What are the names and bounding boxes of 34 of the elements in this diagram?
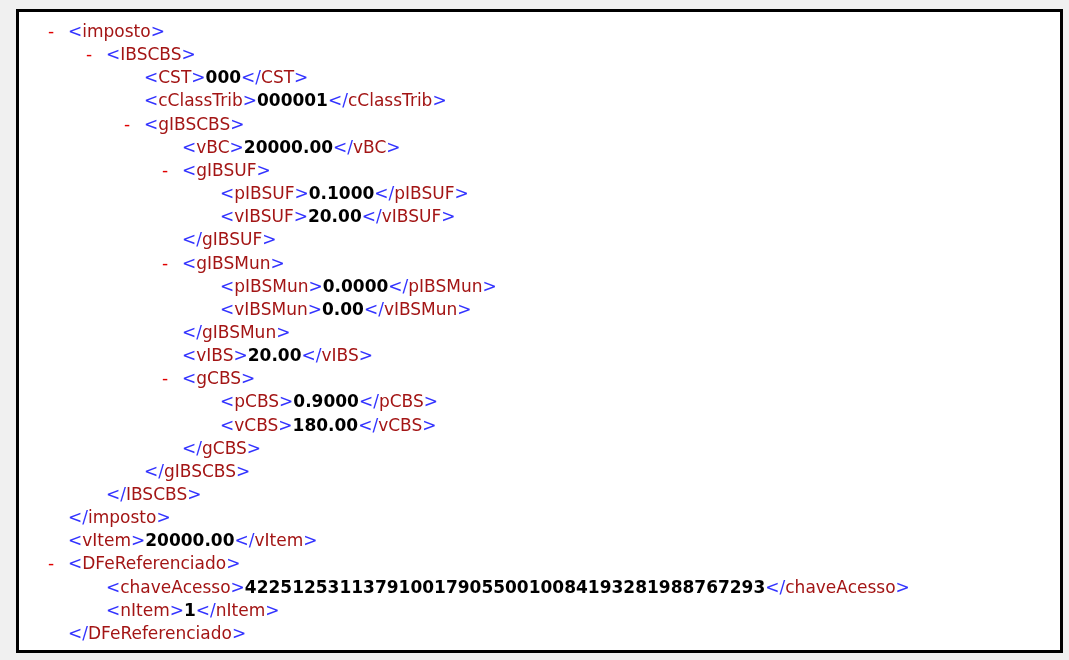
xml-line: <gIBSMun> xyxy=(182,251,285,274)
xml-line: <IBSCBS> xyxy=(106,43,196,66)
xml-line: <vItem>20000.00</vItem> xyxy=(68,529,318,552)
xml-line: <vIBSUF>20.00</vIBSUF> xyxy=(220,205,456,228)
xml-line: <imposto> xyxy=(68,20,165,42)
xml-line: </gIBSMun> xyxy=(182,320,291,343)
xml-line: <gCBS> xyxy=(182,367,256,390)
xml-line: </DFeReferenciado> xyxy=(68,621,247,644)
xml-line: <pCBS>0.9000</pCBS> xyxy=(220,390,438,413)
xml-line: <pIBSUF>0.1000</pIBSUF> xyxy=(220,182,469,205)
xml-line: </imposto> xyxy=(68,506,171,529)
xml-line: <gIBSCBS> xyxy=(144,112,245,135)
collapse-marker: - xyxy=(86,43,93,66)
xml-line: </gCBS> xyxy=(182,436,262,459)
xml-line: <pIBSMun>0.0000</pIBSMun> xyxy=(220,274,497,297)
xml-line: </IBSCBS> xyxy=(106,483,202,505)
collapse-marker: - xyxy=(162,251,169,274)
xml-line: <vBC>20000.00</vBC> xyxy=(182,135,401,158)
xml-line: <vCBS>180.00</vCBS> xyxy=(220,413,437,436)
xml-line: <gIBSUF> xyxy=(182,158,271,181)
collapse-marker: - xyxy=(162,158,169,181)
xml-line: <DFeReferenciado> xyxy=(68,552,241,575)
xml-line: <vIBS>20.00</vIBS> xyxy=(182,344,373,367)
xml-line: <cClassTrib>000001</cClassTrib> xyxy=(144,89,447,112)
xml-line: <chaveAcesso>42251253113791001790550010084193281988767293</chaveAcesso> xyxy=(106,575,910,598)
xml-line: <nItem>1</nItem> xyxy=(106,598,280,621)
xml-line: </gIBSCBS> xyxy=(144,459,251,482)
collapse-marker: - xyxy=(124,112,131,135)
collapse-marker: - xyxy=(48,20,55,42)
xml-line: <vIBSMun>0.00</vIBSMun> xyxy=(220,297,472,320)
collapse-marker: - xyxy=(48,552,55,575)
xml-line: <CST>000</CST> xyxy=(144,66,309,89)
collapse-marker: - xyxy=(162,367,169,390)
xml-line: </gIBSUF> xyxy=(182,228,277,251)
